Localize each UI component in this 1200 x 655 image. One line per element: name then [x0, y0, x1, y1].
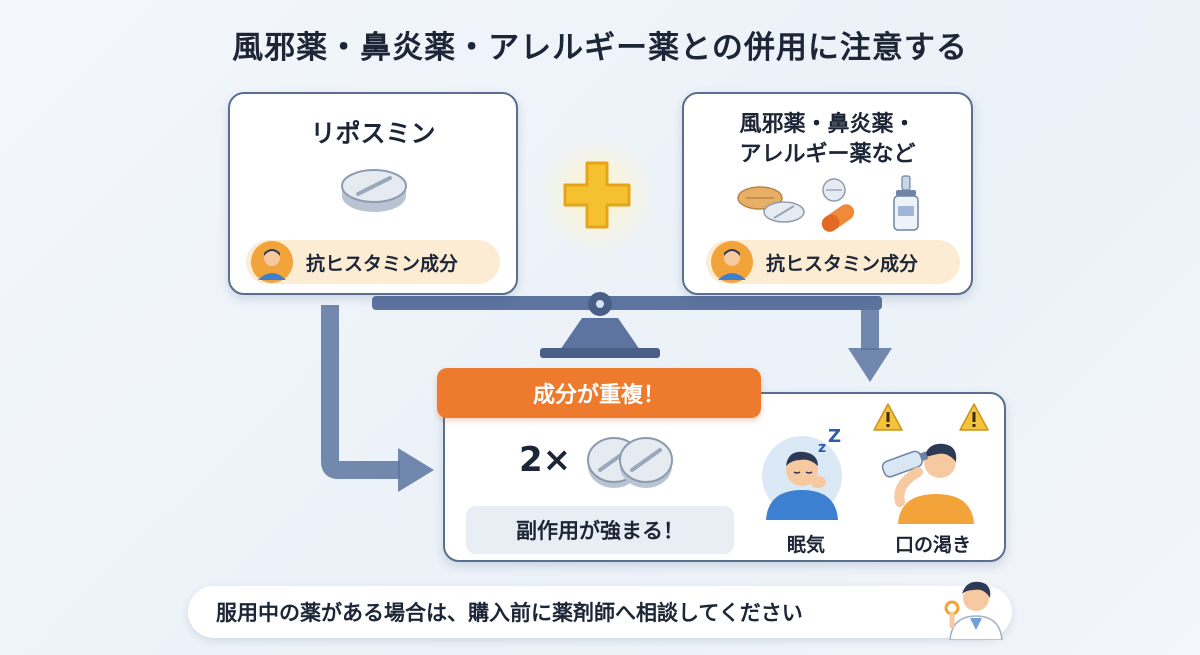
double-tablet-icon: [587, 437, 673, 488]
drowsiness-label: 眠気: [786, 534, 825, 556]
tablet-icon: [341, 169, 407, 212]
scale-base: [540, 348, 660, 358]
antihistamine-pill-right: 抗ヒスタミン成分: [706, 240, 960, 284]
advice-text: 服用中の薬がある場合は、購入前に薬剤師へ相談してください: [216, 601, 803, 625]
svg-text:Z: Z: [828, 426, 841, 447]
person-icon: [710, 240, 754, 284]
liposmin-title: リポスミン: [310, 119, 436, 148]
other-medicine-card: 風邪薬・鼻炎薬・ アレルギー薬など 抗ヒスタミン成分: [682, 92, 973, 295]
multiplier-label: 2×: [519, 440, 572, 480]
person-icon: [250, 240, 294, 284]
left-arrow-head: [398, 448, 434, 492]
dry-mouth-label: 口の渇き: [894, 534, 971, 556]
warning-icon-thirst: [958, 402, 990, 436]
drinking-person-icon: [881, 443, 974, 524]
side-effect-warning: 副作用が強まる！: [466, 506, 734, 554]
antihistamine-label-left: 抗ヒスタミン成分: [306, 252, 459, 275]
warning-icon-sleepy: [872, 402, 904, 436]
other-medicine-title-line2: アレルギー薬など: [739, 142, 916, 167]
assorted-medicines-icon: [737, 175, 919, 232]
scale-beam: [372, 296, 882, 310]
liposmin-card: リポスミン 抗ヒスタミン成分: [228, 92, 518, 295]
plus-icon: [535, 133, 660, 258]
pharmacist-icon: [944, 581, 1003, 640]
left-flow-arrow: [321, 305, 400, 479]
scale-fulcrum: [560, 318, 640, 350]
sleepy-person-icon: z Z: [762, 426, 842, 520]
antihistamine-pill-left: 抗ヒスタミン成分: [246, 240, 500, 284]
advice-bar: 服用中の薬がある場合は、購入前に薬剤師へ相談してください: [188, 586, 1012, 638]
overlap-banner: 成分が重複！: [437, 368, 761, 418]
antihistamine-label-right: 抗ヒスタミン成分: [766, 252, 919, 275]
right-arrow-head: [848, 348, 892, 382]
scale-pivot: [588, 292, 612, 316]
svg-text:z: z: [818, 440, 826, 456]
other-medicine-title-line1: 風邪薬・鼻炎薬・: [739, 112, 916, 137]
page-title: 風邪薬・鼻炎薬・アレルギー薬との併用に注意する: [232, 30, 968, 66]
